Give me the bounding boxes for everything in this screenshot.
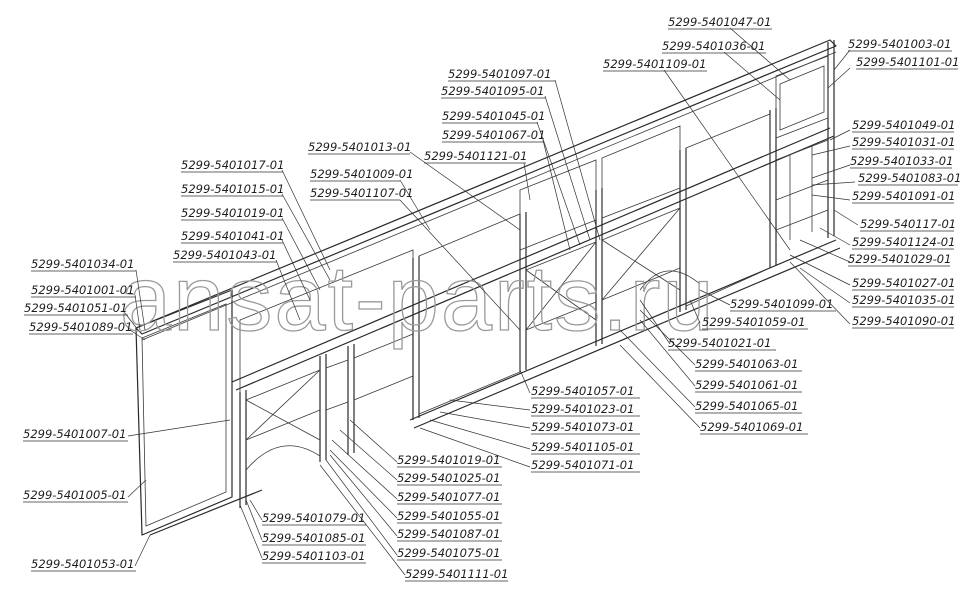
part-label: 5299-5401109-01 bbox=[603, 57, 706, 71]
part-label: 5299-5401073-01 bbox=[531, 420, 634, 434]
part-label: 5299-5401015-01 bbox=[181, 182, 284, 196]
part-label: 5299-5401043-01 bbox=[173, 248, 276, 262]
part-label: 5299-5401034-01 bbox=[31, 257, 134, 271]
part-label: 5299-5401103-01 bbox=[262, 549, 365, 563]
part-label: 5299-5401124-01 bbox=[852, 235, 955, 249]
part-label: 5299-5401045-01 bbox=[442, 109, 545, 123]
part-label: 5299-5401091-01 bbox=[852, 189, 955, 203]
part-label: 5299-5401009-01 bbox=[310, 167, 413, 181]
part-label: 5299-5401099-01 bbox=[730, 297, 833, 311]
part-label: 5299-5401111-01 bbox=[405, 567, 508, 581]
part-label: 5299-5401053-01 bbox=[31, 557, 134, 571]
part-label: 5299-5401085-01 bbox=[262, 531, 365, 545]
part-label: 5299-5401063-01 bbox=[695, 357, 798, 371]
part-label: 5299-5401067-01 bbox=[442, 128, 545, 142]
part-label: 5299-5401077-01 bbox=[397, 490, 500, 504]
part-label: 5299-5401083-01 bbox=[858, 171, 961, 185]
part-label: 5299-5401059-01 bbox=[702, 315, 805, 329]
part-label: 5299-5401061-01 bbox=[695, 378, 798, 392]
part-label: 5299-5401035-01 bbox=[852, 293, 955, 307]
part-label: 5299-5401013-01 bbox=[308, 140, 411, 154]
part-label: 5299-5401051-01 bbox=[24, 301, 127, 315]
part-label: 5299-5401025-01 bbox=[397, 471, 500, 485]
part-label: 5299-5401019-01 bbox=[181, 206, 284, 220]
part-label: 5299-5401075-01 bbox=[397, 546, 500, 560]
part-label: 5299-5401047-01 bbox=[668, 15, 771, 29]
part-label: 5299-5401036-01 bbox=[662, 39, 765, 53]
part-label: 5299-5401003-01 bbox=[848, 37, 951, 51]
part-labels: 5299-5401047-01 5299-5401036-01 5299-540… bbox=[23, 15, 961, 582]
part-label: 5299-5401021-01 bbox=[668, 336, 771, 350]
part-label: 5299-5401090-01 bbox=[852, 314, 955, 328]
part-label: 5299-5401049-01 bbox=[852, 118, 955, 132]
part-label: 5299-5401057-01 bbox=[531, 384, 634, 398]
part-label: 5299-5401027-01 bbox=[852, 276, 955, 290]
part-label: 5299-5401031-01 bbox=[852, 135, 955, 149]
part-label: 5299-5401029-01 bbox=[848, 252, 951, 266]
part-label: 5299-5401041-01 bbox=[181, 229, 284, 243]
part-label: 5299-5401097-01 bbox=[448, 67, 551, 81]
watermark: ansat-parts.ru bbox=[120, 248, 716, 350]
part-label: 5299-5401107-01 bbox=[310, 186, 413, 200]
part-label: 5299-5401033-01 bbox=[850, 154, 953, 168]
part-label: 5299-5401121-01 bbox=[424, 149, 527, 163]
part-label: 5299-5401095-01 bbox=[441, 84, 544, 98]
part-label: 5299-5401023-01 bbox=[531, 402, 634, 416]
part-label: 5299-5401017-01 bbox=[181, 158, 284, 172]
part-label: 5299-5401105-01 bbox=[531, 440, 634, 454]
part-label: 5299-5401089-01 bbox=[29, 320, 132, 334]
part-label: 5299-5401065-01 bbox=[695, 399, 798, 413]
leader-lines bbox=[124, 27, 859, 576]
part-label: 5299-5401079-01 bbox=[262, 511, 365, 525]
part-label: 5299-5401087-01 bbox=[397, 527, 500, 541]
part-label: 5299-5401001-01 bbox=[31, 283, 134, 297]
part-label: 5299-5401055-01 bbox=[397, 509, 500, 523]
part-label: 5299-5401007-01 bbox=[23, 427, 126, 441]
part-label: 5299-5401069-01 bbox=[700, 420, 803, 434]
part-label: 5299-5401071-01 bbox=[531, 458, 634, 472]
part-label: 5299-5401019-01 bbox=[397, 453, 500, 467]
part-label: 5299-5401101-01 bbox=[856, 55, 959, 69]
part-label: 5299-5401005-01 bbox=[23, 488, 126, 502]
part-label: 5299-540117-01 bbox=[860, 217, 956, 231]
